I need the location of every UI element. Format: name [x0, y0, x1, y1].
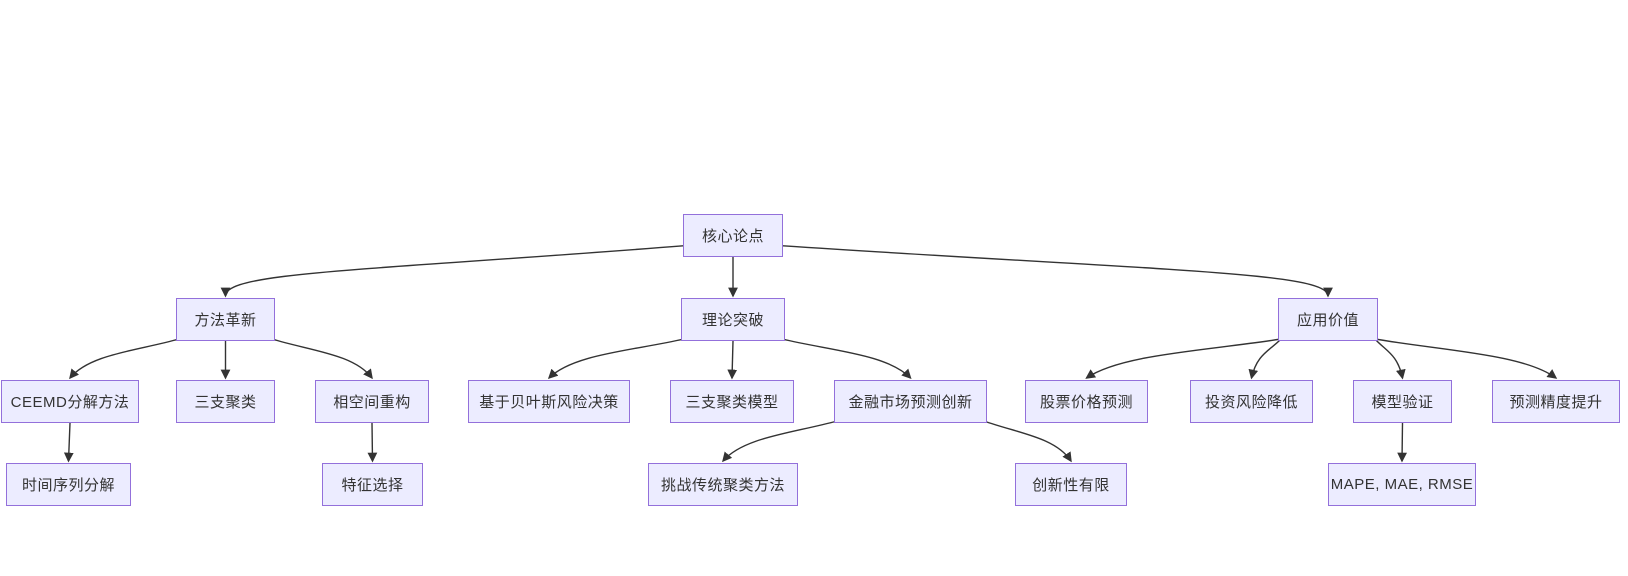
node-three-way-clustering: 三支聚类: [176, 380, 275, 423]
node-limited-novelty: 创新性有限: [1015, 463, 1127, 506]
node-feature-selection: 特征选择: [322, 463, 423, 506]
edge-validation-metrics: [1397, 422, 1408, 463]
node-core-thesis: 核心论点: [683, 214, 783, 257]
edge-theory-finance: [781, 338, 912, 380]
node-investment-risk-reduction: 投资风险降低: [1190, 380, 1313, 423]
node-financial-market-forecast-innovation: 金融市场预测创新: [834, 380, 987, 423]
edge-application-stock: [1085, 338, 1282, 379]
node-model-validation: 模型验证: [1353, 380, 1452, 423]
edge-application-invest: [1248, 338, 1282, 380]
node-error-metrics: MAPE, MAE, RMSE: [1328, 463, 1476, 506]
node-time-series-decomposition: 时间序列分解: [6, 463, 131, 506]
edge-theory-bayes: [547, 338, 685, 380]
node-application-value: 应用价值: [1278, 298, 1378, 341]
edge-ceemd-timeseries: [63, 422, 74, 463]
node-challenge-traditional-clustering: 挑战传统聚类方法: [648, 463, 798, 506]
node-bayesian-risk-decision: 基于贝叶斯风险决策: [468, 380, 630, 423]
edge-method-ceemd: [69, 338, 180, 380]
node-theory-breakthrough: 理论突破: [681, 298, 785, 341]
edge-method-phase: [271, 338, 373, 380]
edge-theory-threemodel: [727, 340, 738, 380]
node-method-innovation: 方法革新: [176, 298, 275, 341]
node-forecast-accuracy-improvement: 预测精度提升: [1492, 380, 1620, 423]
node-stock-price-prediction: 股票价格预测: [1025, 380, 1148, 423]
edge-finance-limited: [983, 420, 1072, 463]
node-phase-space-reconstruction: 相空间重构: [315, 380, 429, 423]
edge-phase-feature: [367, 422, 378, 463]
edge-finance-challenge: [722, 420, 838, 463]
edge-core-application: [782, 245, 1333, 298]
node-ceemd-decomposition: CEEMD分解方法: [1, 380, 139, 423]
edge-core-method: [220, 245, 684, 298]
edge-application-accuracy: [1374, 338, 1558, 379]
edge-application-validation: [1374, 338, 1406, 380]
node-three-way-cluster-model: 三支聚类模型: [670, 380, 794, 423]
